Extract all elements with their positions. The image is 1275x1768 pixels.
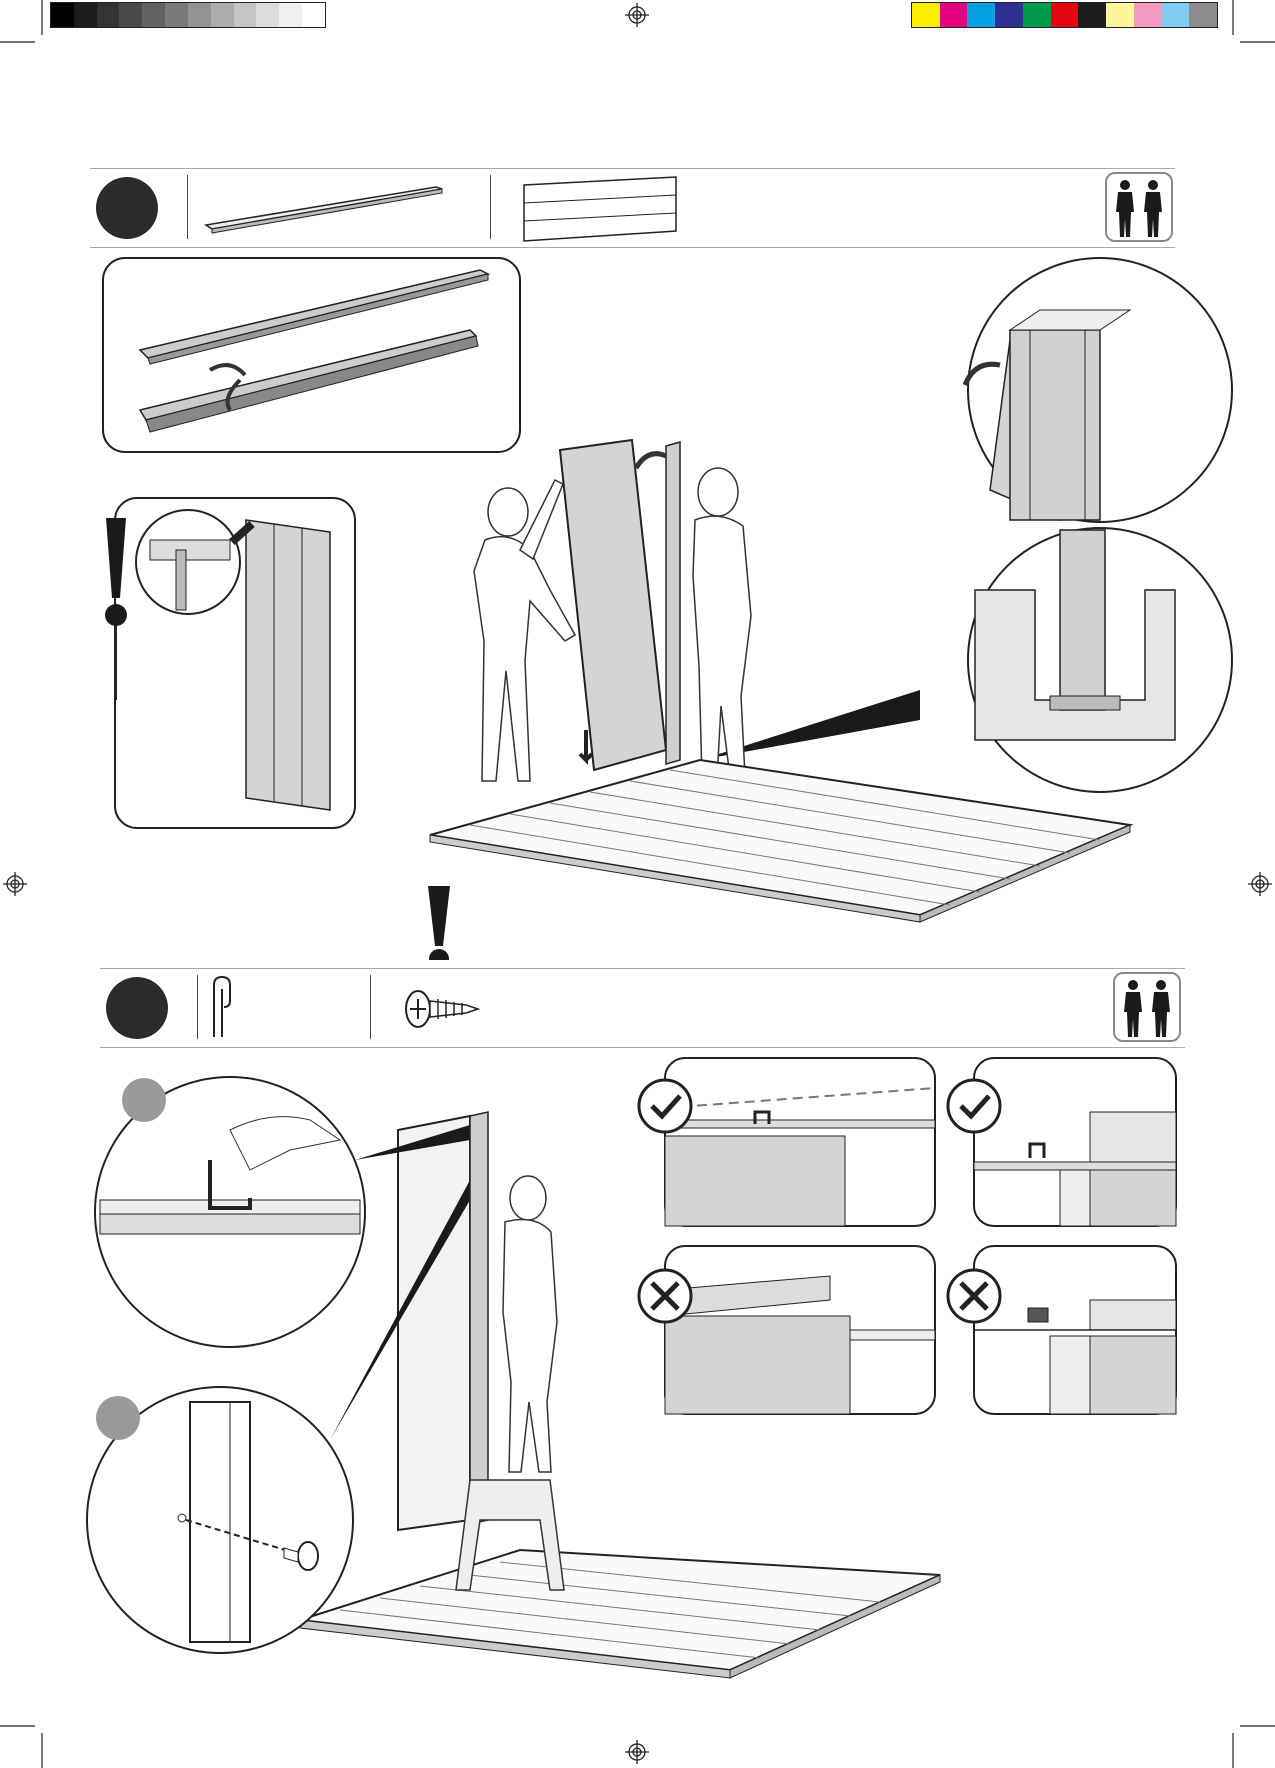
step-1-parts-bar — [90, 168, 1175, 248]
floor-base — [300, 1550, 940, 1678]
check-correct-1 — [639, 1058, 935, 1226]
corner-post — [470, 1112, 488, 1524]
check-icon — [639, 1080, 691, 1132]
post-slot-detail — [965, 258, 1232, 522]
grey-dot-marker — [122, 1078, 166, 1122]
corner-post — [666, 442, 680, 764]
check-wrong-2 — [948, 1246, 1176, 1414]
grey-dot-marker — [96, 1396, 140, 1440]
check-icon — [948, 1080, 1000, 1132]
registration-mark-bottom — [625, 1740, 649, 1764]
base-channel-detail — [700, 528, 1232, 792]
check-wrong-1 — [639, 1246, 935, 1414]
rail-joining-detail — [103, 258, 520, 452]
two-people-icon — [1113, 972, 1181, 1042]
wall-panel-being-raised — [560, 440, 666, 770]
step-2-number-marker — [106, 977, 168, 1039]
registration-mark-top — [625, 3, 649, 27]
step-2-illustration — [0, 1050, 1275, 1730]
clip-icon — [200, 975, 240, 1043]
floor-base — [430, 760, 1130, 922]
check-correct-2 — [948, 1058, 1176, 1226]
screw-icon — [400, 987, 480, 1031]
exclamation-icon — [428, 886, 450, 960]
step-1-illustration — [0, 250, 1275, 960]
roof-rail-icon — [200, 179, 470, 239]
step-1-number-marker — [96, 177, 158, 239]
step-2-parts-bar — [100, 968, 1185, 1048]
panel-edge-warning — [115, 498, 355, 828]
wall-panel-icon — [520, 173, 690, 243]
two-people-icon — [1105, 172, 1173, 242]
installed-wall-panel — [398, 1116, 470, 1530]
